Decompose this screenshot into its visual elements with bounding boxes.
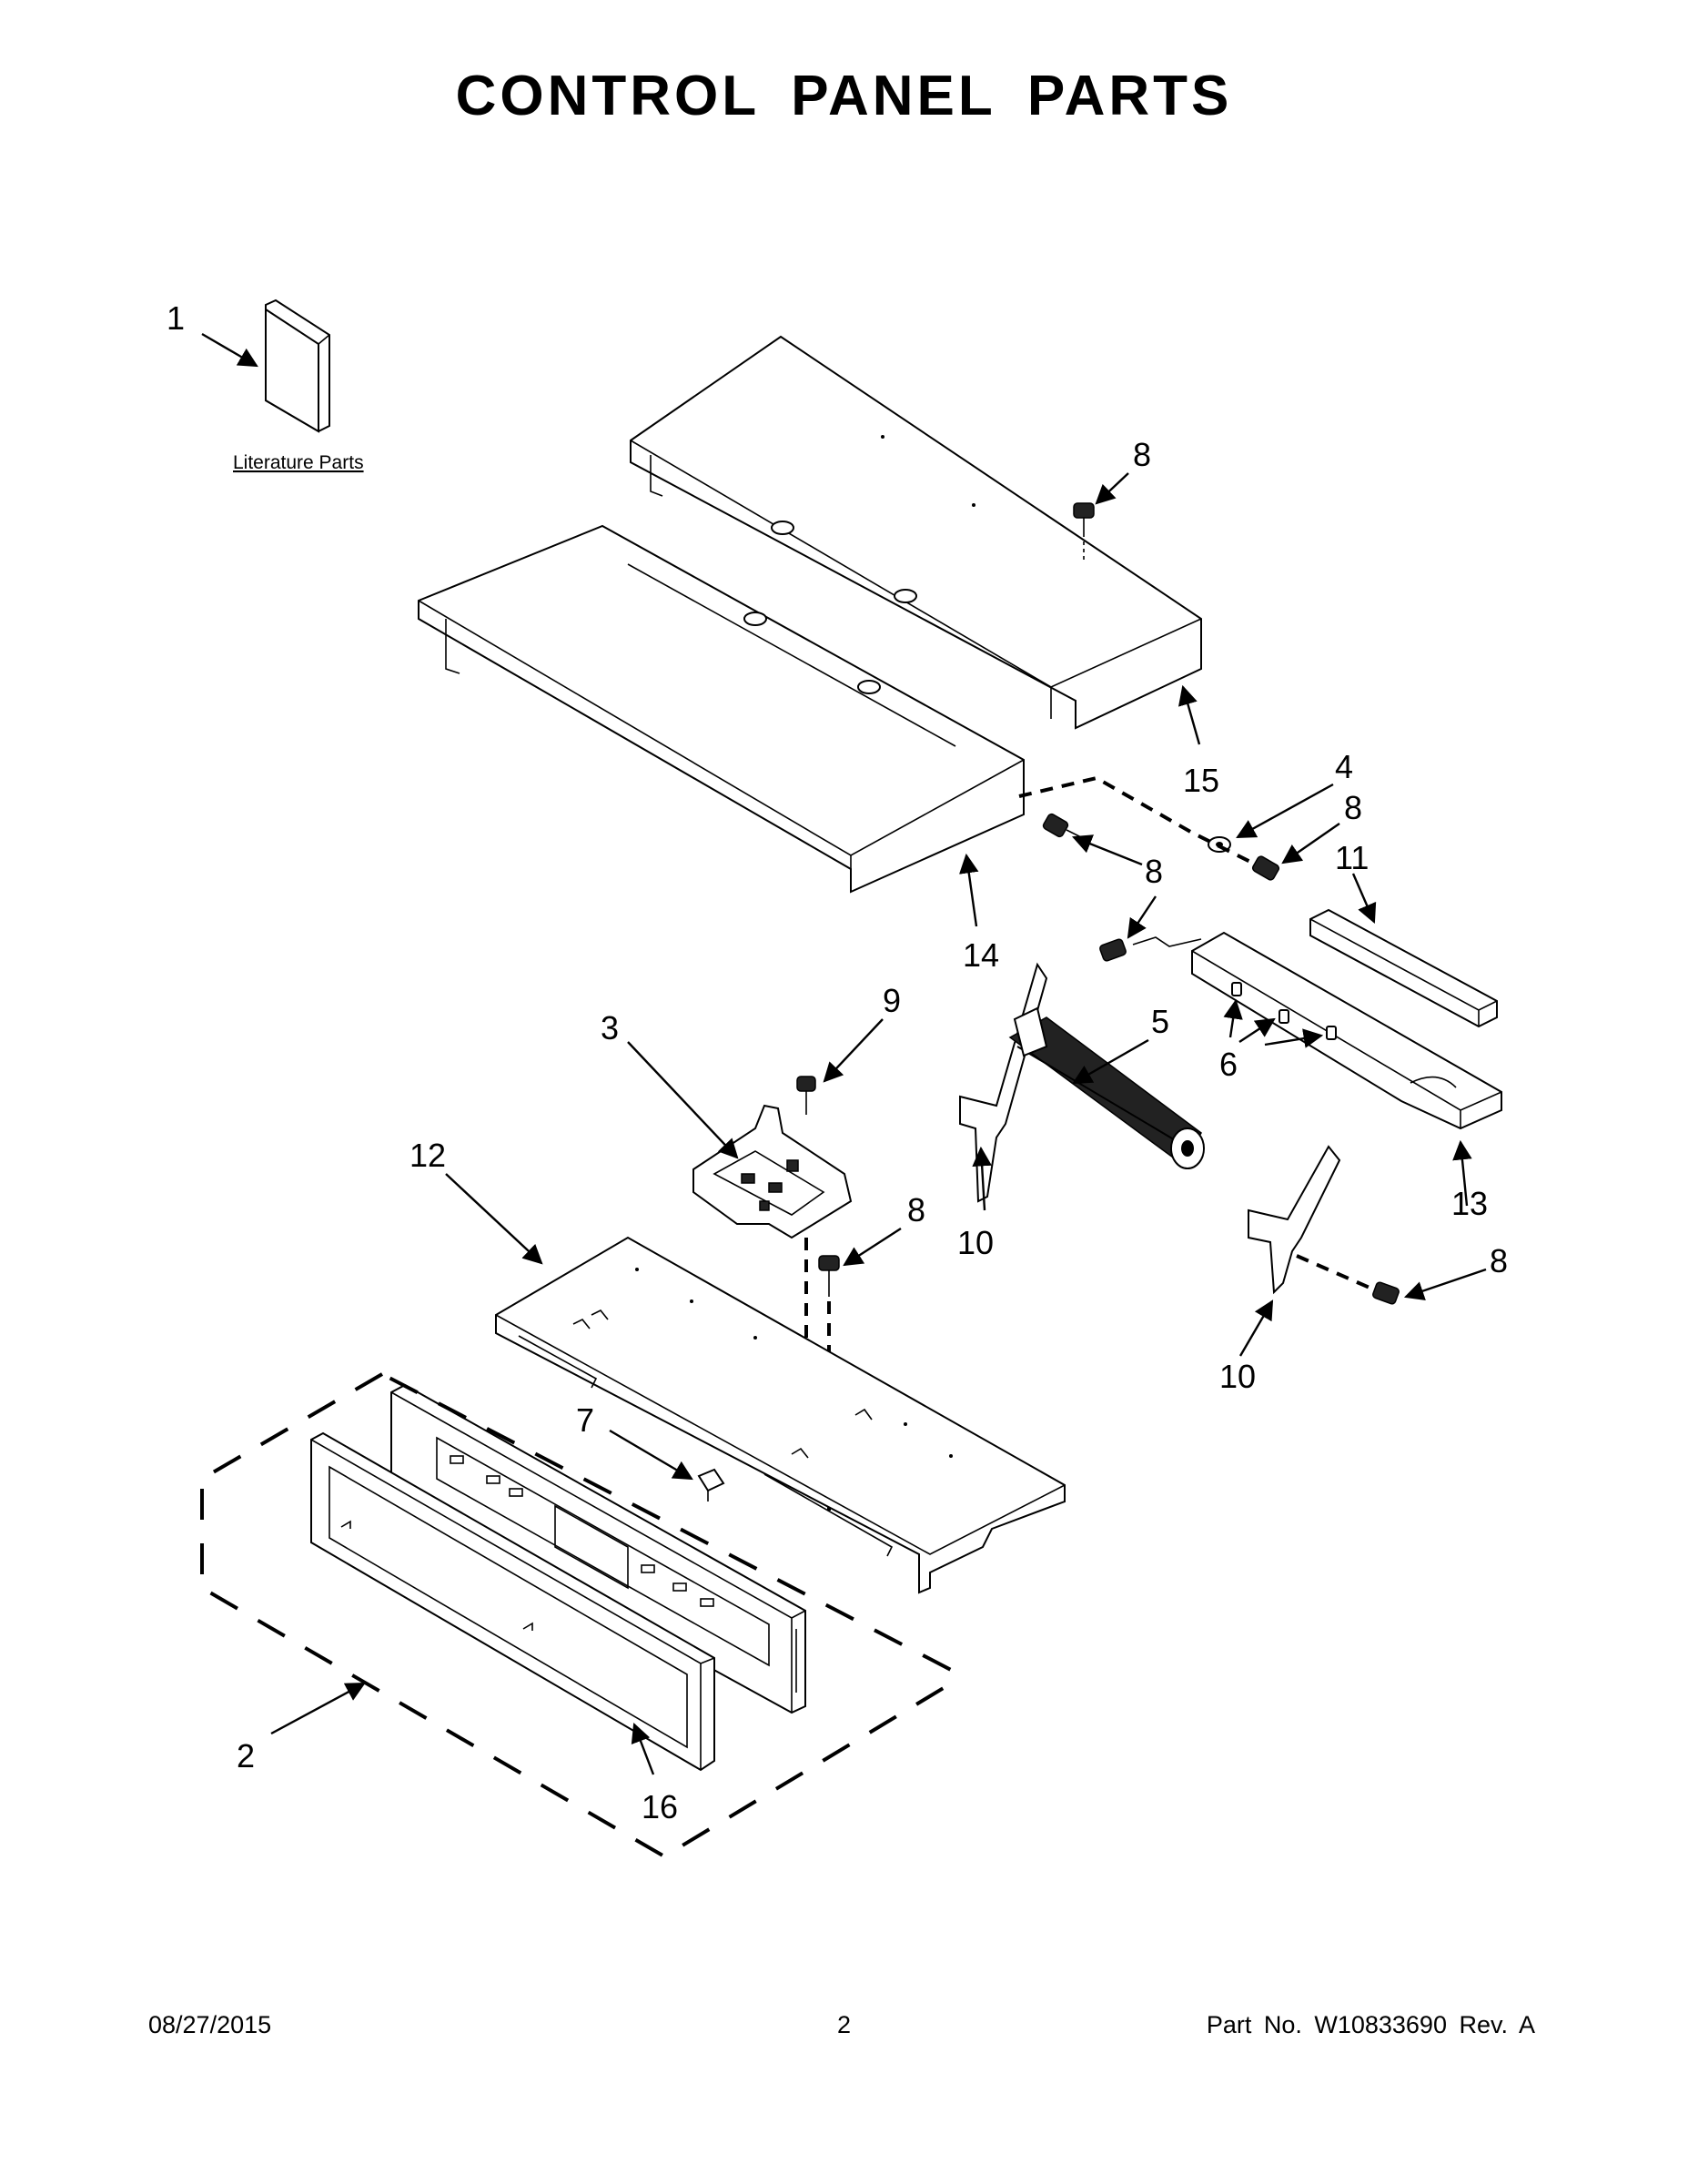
callout-8: 8 <box>1145 853 1163 890</box>
callout-10: 10 <box>1219 1358 1256 1395</box>
footer-page-number: 2 <box>836 2011 852 2038</box>
callout-8: 8 <box>1490 1242 1508 1279</box>
callout-1: 1 <box>167 299 185 337</box>
callout-5: 5 <box>1151 1003 1169 1040</box>
callout-3: 3 <box>601 1009 619 1046</box>
foam-strip <box>1309 908 1498 1028</box>
callout-4: 4 <box>1335 748 1353 785</box>
callout-8: 8 <box>907 1191 925 1228</box>
footer-part-number: Part No. W10833690 Rev. A <box>1206 2011 1535 2038</box>
blower-fan <box>1008 1006 1205 1169</box>
screw-icon <box>1073 502 1095 560</box>
page-title: CONTROL PANEL PARTS <box>455 65 1233 127</box>
callout-14: 14 <box>963 936 999 974</box>
screw-icon <box>1372 1281 1400 1305</box>
literature-parts-label: Literature Parts <box>233 452 364 473</box>
callout-8: 8 <box>1133 436 1151 473</box>
callout-2: 2 <box>237 1737 255 1774</box>
callout-8: 8 <box>1344 789 1362 826</box>
callout-labels: 1 8 15 4 8 8 11 14 9 3 5 6 12 8 13 10 8 … <box>167 299 1508 1825</box>
pin-icon <box>1231 982 1337 1040</box>
connector-icon <box>697 1468 725 1502</box>
callout-9: 9 <box>883 982 901 1019</box>
leader-lines <box>201 332 1487 1775</box>
callout-7: 7 <box>576 1401 594 1439</box>
literature-book-icon <box>265 298 330 433</box>
screw-icon <box>1042 813 1086 840</box>
control-board <box>692 1104 853 1239</box>
front-top-panel <box>418 524 1025 894</box>
screw-icon <box>818 1255 840 1297</box>
rear-top-panel <box>630 335 1202 730</box>
footer-date: 08/27/2015 <box>148 2011 272 2038</box>
callout-11: 11 <box>1335 839 1369 876</box>
screw-icon <box>1099 938 1127 962</box>
display-housing <box>390 1383 806 1714</box>
callout-13: 13 <box>1451 1185 1488 1222</box>
control-panel-glass <box>310 1431 715 1772</box>
screw-icon <box>1251 855 1280 881</box>
fan-bracket-rail <box>1191 931 1502 1130</box>
callout-16: 16 <box>642 1788 678 1825</box>
callout-10: 10 <box>957 1224 994 1261</box>
hinge-bracket <box>959 962 1048 1203</box>
callout-15: 15 <box>1183 762 1219 799</box>
hinge-bracket <box>1248 1145 1341 1295</box>
callout-12: 12 <box>409 1137 446 1174</box>
callout-6: 6 <box>1219 1046 1238 1083</box>
control-panel-base-plate <box>495 1236 1066 1594</box>
screw-icon <box>796 1076 816 1115</box>
